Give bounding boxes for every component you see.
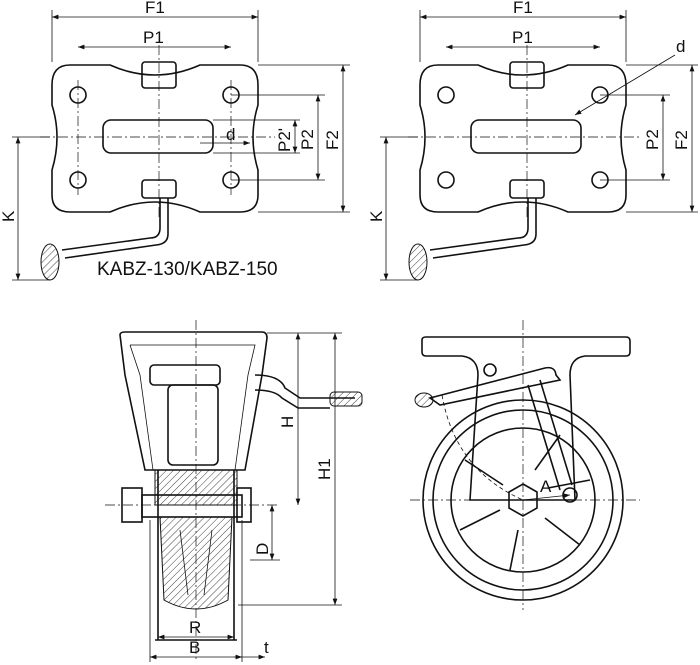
dim-label-h: H (278, 416, 297, 428)
dim-label-r: R (189, 618, 201, 637)
dim-label-d: d (226, 125, 235, 144)
lever-grip (329, 391, 363, 407)
dim-label-f2: F2 (323, 130, 342, 150)
dim-label-p1: P1 (143, 28, 164, 47)
dim-label-b: B (189, 638, 200, 657)
dim-label-t: t (264, 638, 269, 657)
model-label: KABZ-130/KABZ-150 (97, 259, 278, 280)
dim-label-p1: P1 (512, 28, 533, 47)
kingpin-nut (149, 364, 221, 386)
lever-grip (408, 243, 428, 281)
mounting-plate-outline (419, 64, 627, 213)
dim-label-a: A (540, 477, 552, 496)
brake-lever (428, 366, 562, 406)
mounting-plate-outline (51, 64, 259, 213)
kingpin-body (167, 384, 219, 466)
brake-lever (61, 198, 161, 251)
dim-label-h1: H1 (315, 458, 334, 480)
dim-label-p2-prime: P2' (275, 128, 294, 152)
dim-label-k: K (0, 210, 18, 222)
fork-bracket (119, 331, 268, 471)
dim-label-f1: F1 (145, 0, 165, 17)
top-left-plate-view: F1 P1 F2 P2 P2' d K KABZ-130/KABZ-150 (0, 0, 350, 281)
top-plate-and-fork (421, 336, 631, 501)
top-right-plate-view: F1 P1 d F2 P2 K (367, 0, 698, 281)
dim-label-d: d (676, 37, 685, 56)
dim-label-p2: P2 (643, 129, 662, 150)
wheel-spokes (459, 434, 591, 571)
lever-grip (40, 243, 60, 281)
center-slot (470, 119, 582, 154)
brake-lever (429, 198, 529, 251)
dim-label-f1: F1 (513, 0, 533, 17)
dim-label-d: D (253, 543, 272, 555)
center-slot (102, 119, 214, 154)
dim-label-p2: P2 (298, 129, 317, 150)
dim-label-k: K (367, 210, 386, 222)
axle-hex-nut (508, 483, 538, 517)
side-section-view: H H1 D R B t (105, 320, 363, 662)
front-view: A (410, 320, 640, 610)
lever-grip (414, 392, 434, 408)
brake-lever (254, 374, 355, 399)
bolt-holes (437, 86, 609, 189)
dim-label-f2: F2 (672, 130, 691, 150)
